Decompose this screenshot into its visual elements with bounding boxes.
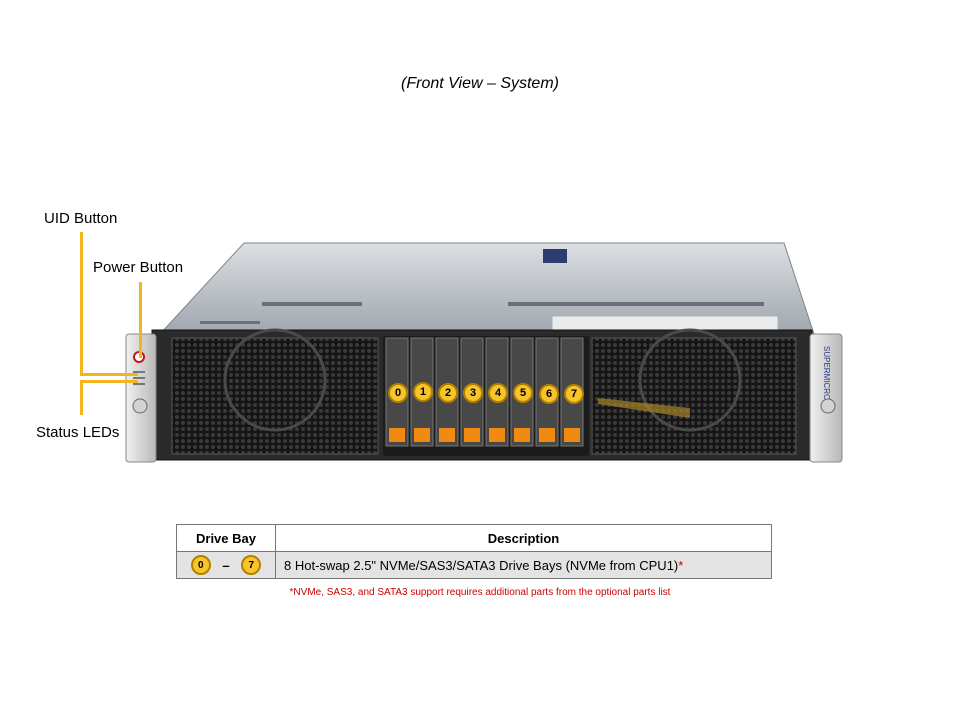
top-label [543,249,567,263]
footnote: *NVMe, SAS3, and SATA3 support requires … [289,587,671,598]
thumbscrew-icon [820,398,836,414]
uid-button-callout: UID Button [44,210,118,227]
bay-label-5: 5 [513,383,533,403]
status-led-3 [133,383,145,385]
uid-lead-horizontal [80,373,138,376]
bay-range-cell: 0 – 7 [176,551,276,579]
status-lead-vertical [80,380,83,415]
range-end-badge: 7 [241,555,262,575]
column-header-description: Description [275,524,772,552]
status-leds-callout: Status LEDs [36,424,120,441]
status-lead-horizontal [80,380,138,383]
bay-label-2: 2 [438,383,458,403]
power-lead-vertical [139,282,142,358]
right-rack-ear: SUPERMICRO [809,333,843,463]
bay-label-3: 3 [463,383,483,403]
description-text: 8 Hot-swap 2.5" NVMe/SAS3/SATA3 Drive Ba… [284,557,679,573]
bay-label-4: 4 [488,383,508,403]
column-header-drive-bay: Drive Bay [176,524,276,552]
bay-label-1: 1 [413,382,433,402]
status-led-2 [133,377,145,379]
figure-caption: (Front View – System) [401,75,559,92]
range-dash: – [222,557,230,573]
drive-bay-table: Drive Bay Description 0 – 7 8 Hot-swap 2… [176,524,772,579]
uid-lead-vertical [80,232,83,375]
range-start-badge: 0 [190,555,211,575]
description-cell: 8 Hot-swap 2.5" NVMe/SAS3/SATA3 Drive Ba… [275,551,772,579]
status-led-1 [133,371,145,373]
thumbscrew-icon [132,398,148,414]
brand-mark: SUPERMICRO [822,346,831,400]
right-grille [591,337,797,455]
footnote-asterisk: * [678,557,684,573]
table-row: 0 – 7 8 Hot-swap 2.5" NVMe/SAS3/SATA3 Dr… [176,551,772,579]
bay-label-7: 7 [564,384,584,404]
bay-label-0: 0 [388,383,408,403]
bay-label-6: 6 [539,384,559,404]
power-button-callout: Power Button [93,259,184,276]
top-vents [200,302,764,324]
left-grille [171,337,379,455]
